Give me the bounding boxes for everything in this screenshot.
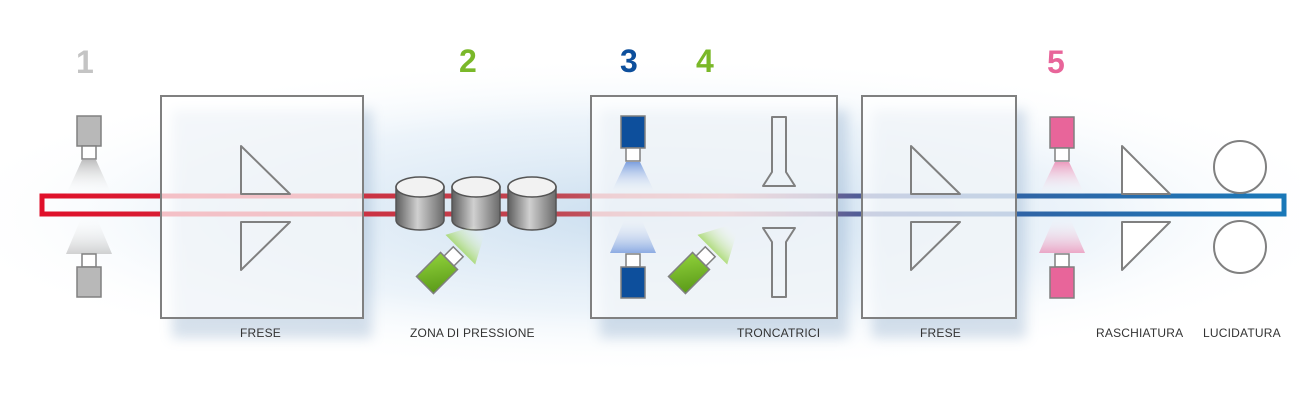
label-frese-2: FRESE — [920, 326, 962, 340]
sensor-icon — [610, 216, 656, 299]
label-lucidatura: LUCIDATURA — [1203, 326, 1281, 340]
step-number-4: 4 — [696, 43, 714, 79]
cutter-icon — [910, 145, 961, 271]
step-number-5: 5 — [1047, 44, 1065, 80]
label-zona-pressione: ZONA DI PRESSIONE — [410, 326, 535, 340]
cutter-icon — [240, 145, 291, 271]
label-troncatrici: TRONCATRICI — [737, 326, 821, 340]
sensor-icon — [667, 224, 738, 295]
label-raschiatura: RASCHIATURA — [1096, 326, 1184, 340]
sensor-icon — [415, 224, 486, 295]
step-number-3: 3 — [620, 43, 638, 79]
step-number-2: 2 — [459, 43, 477, 79]
sensor-icon — [66, 115, 112, 195]
sensor-icon — [1039, 116, 1085, 195]
step-number-1: 1 — [76, 44, 94, 80]
sensor-icon — [1039, 216, 1085, 299]
milling-box-2 — [861, 95, 1017, 319]
label-frese-1: FRESE — [240, 326, 282, 340]
milling-box-1 — [160, 95, 364, 319]
cutter-icon — [1121, 145, 1171, 271]
sensor-icon — [610, 115, 656, 195]
pressure-roller-icon — [395, 176, 557, 231]
sensor-icon — [66, 216, 112, 298]
saw-blade-icon — [762, 116, 796, 298]
polishing-roller-icon — [1213, 140, 1267, 274]
